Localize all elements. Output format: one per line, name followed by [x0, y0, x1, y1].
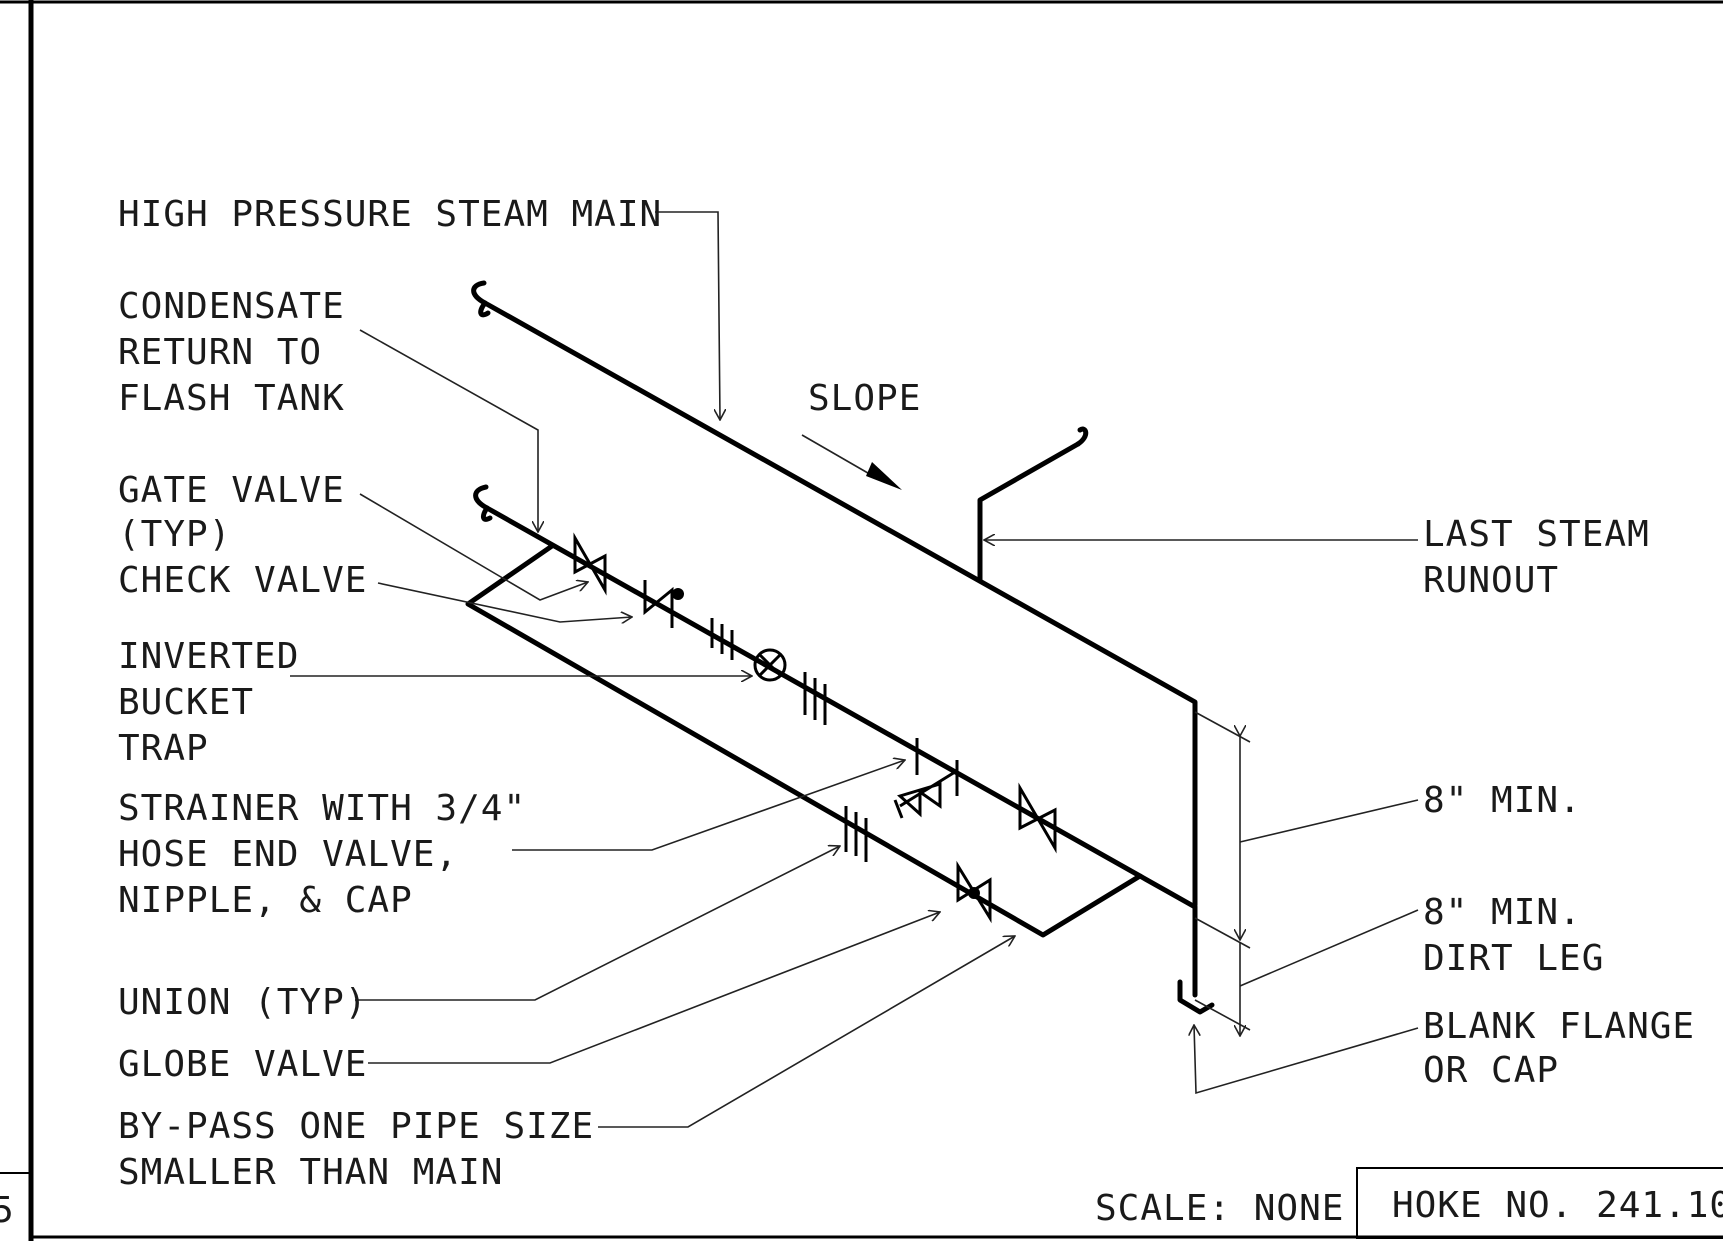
label-hp-steam-main: HIGH PRESSURE STEAM MAIN: [118, 194, 662, 235]
label-strainer-line1: STRAINER WITH 3/4": [118, 788, 526, 829]
blank-flange-cap: [1177, 979, 1215, 1015]
label-globe-valve: GLOBE VALVE: [118, 1044, 367, 1085]
slope-arrow-shaft: [801, 434, 881, 481]
gate-valve-main-icon: [573, 532, 607, 596]
slope-arrow-head: [866, 462, 902, 490]
condensate-break-symbol: [473, 484, 493, 522]
callout-labels: HIGH PRESSURE STEAM MAIN CONDENSATE RETU…: [118, 194, 1695, 1193]
steam-main-break-symbol: [471, 280, 491, 318]
title-block: SCALE: NONE HOKE NO. 241.100 5: [0, 1167, 1723, 1239]
label-dirt-leg-line1: 8" MIN.: [1423, 892, 1582, 933]
label-slope: SLOPE: [808, 378, 921, 419]
check-valve-icon: [643, 580, 674, 628]
leader-check-valve: [377, 582, 632, 622]
label-last-runout-line2: RUNOUT: [1423, 560, 1559, 601]
leader-blank-flange: [1194, 1025, 1419, 1095]
leader-globe-valve: [368, 912, 940, 1064]
label-trap-line1: INVERTED: [118, 636, 299, 677]
hose-cap-icon: [893, 799, 904, 819]
union-bypass-icon: [844, 806, 868, 862]
label-check-valve: CHECK VALVE: [118, 560, 367, 601]
runout-break-symbol: [1075, 426, 1089, 447]
dimension-lines: [1194, 711, 1251, 1036]
label-blank-flange-line2: OR CAP: [1423, 1050, 1559, 1091]
globe-valve-icon: [956, 860, 992, 924]
piping-layout: [465, 280, 1215, 1015]
leader-dirt-leg: [1239, 909, 1419, 987]
leader-steam-main: [655, 211, 720, 420]
leader-lines: [290, 211, 1419, 1128]
label-bypass-line2: SMALLER THAN MAIN: [118, 1152, 503, 1193]
bypass-pipe: [465, 543, 1143, 938]
scale-label: SCALE: NONE: [1095, 1188, 1344, 1229]
label-bypass-line1: BY-PASS ONE PIPE SIZE: [118, 1106, 594, 1147]
leader-gate-valve: [359, 493, 588, 601]
union-1-icon: [710, 618, 734, 660]
leader-strainer: [512, 760, 905, 851]
last-steam-runout-pipe: [977, 441, 1081, 583]
drawing-number: HOKE NO. 241.100: [1392, 1185, 1723, 1226]
trap-cross-icon: [758, 653, 782, 677]
label-gate-valve-line2: (TYP): [118, 514, 231, 555]
label-condensate-line3: FLASH TANK: [118, 378, 345, 419]
label-condensate-line1: CONDENSATE: [118, 286, 345, 327]
label-trap-line2: BUCKET: [118, 682, 254, 723]
check-valve-pivot: [672, 588, 684, 600]
label-strainer-line3: NIPPLE, & CAP: [118, 880, 413, 921]
union-2-icon: [803, 672, 827, 725]
label-trap-line3: TRAP: [118, 728, 209, 769]
union-3-icon: [915, 738, 959, 796]
label-gate-valve-line1: GATE VALVE: [118, 470, 345, 511]
label-last-runout-line1: LAST STEAM: [1423, 514, 1650, 555]
pipe-fittings: [573, 532, 1057, 924]
label-blank-flange-line1: BLANK FLANGE: [1423, 1006, 1695, 1047]
label-strainer-line2: HOSE END VALVE,: [118, 834, 458, 875]
leader-condensate: [359, 329, 538, 532]
globe-valve-disc-icon: [968, 887, 980, 899]
strainer-hose-valve-icon: [897, 770, 956, 818]
label-union: UNION (TYP): [118, 982, 367, 1023]
gate-valve-main-2-icon: [1018, 782, 1057, 854]
leader-bypass: [598, 936, 1015, 1128]
sheet-edge-mark: 5: [0, 1190, 15, 1231]
inverted-bucket-trap-icon: [753, 648, 787, 682]
leader-8-min: [1239, 799, 1419, 843]
label-8-min: 8" MIN.: [1423, 780, 1582, 821]
high-pressure-steam-main-pipe: [482, 300, 1198, 908]
label-dirt-leg-line2: DIRT LEG: [1423, 938, 1604, 979]
leader-union: [355, 846, 840, 1001]
label-condensate-line2: RETURN TO: [118, 332, 322, 373]
